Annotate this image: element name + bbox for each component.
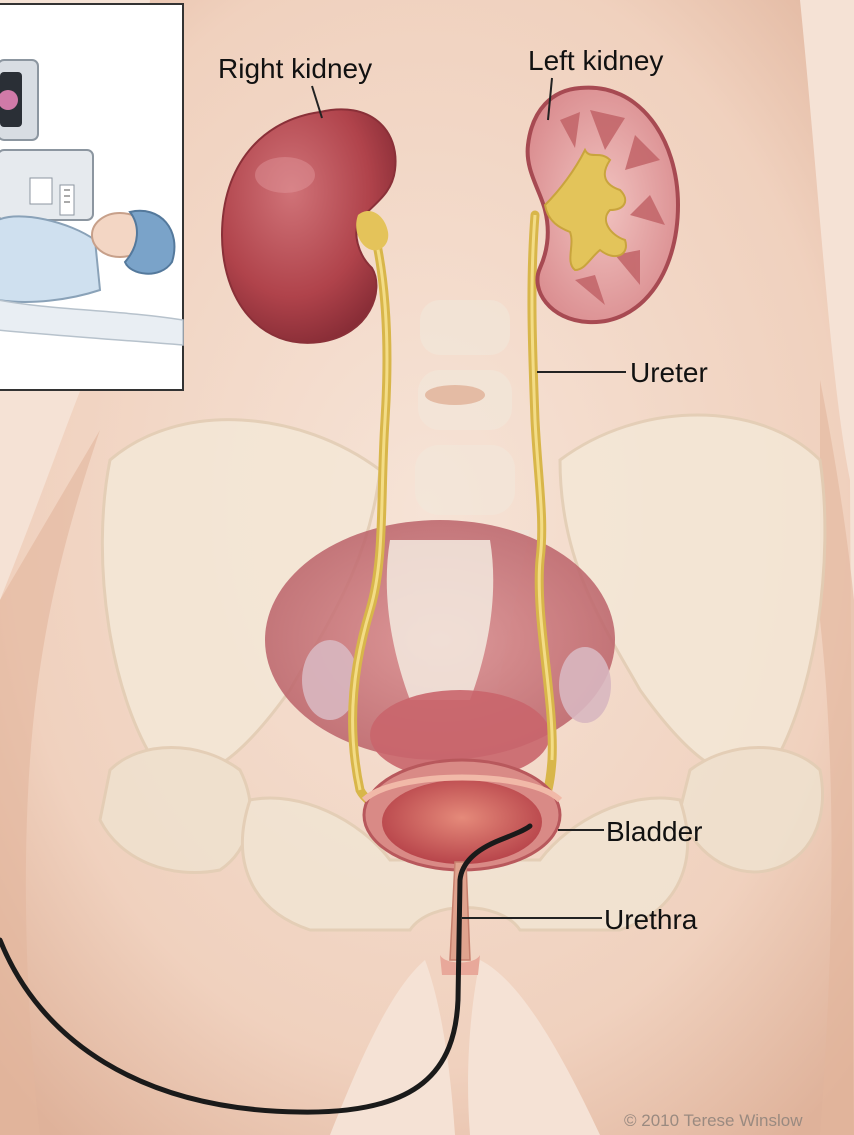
label-bladder: Bladder bbox=[606, 816, 703, 847]
right-ovary bbox=[559, 647, 611, 723]
inset-panel bbox=[0, 4, 183, 390]
label-urethra: Urethra bbox=[604, 904, 698, 935]
label-left-kidney: Left kidney bbox=[528, 45, 663, 76]
sacrum bbox=[387, 540, 493, 700]
copyright-credit: © 2010 Terese Winslow bbox=[624, 1111, 803, 1130]
bladder-inner bbox=[382, 780, 542, 864]
ultrasound-machine-icon bbox=[0, 150, 93, 220]
monitor-icon bbox=[0, 60, 38, 140]
navel bbox=[425, 385, 485, 405]
right-kidney-highlight bbox=[255, 157, 315, 193]
label-right-kidney: Right kidney bbox=[218, 53, 372, 84]
label-ureter: Ureter bbox=[630, 357, 708, 388]
